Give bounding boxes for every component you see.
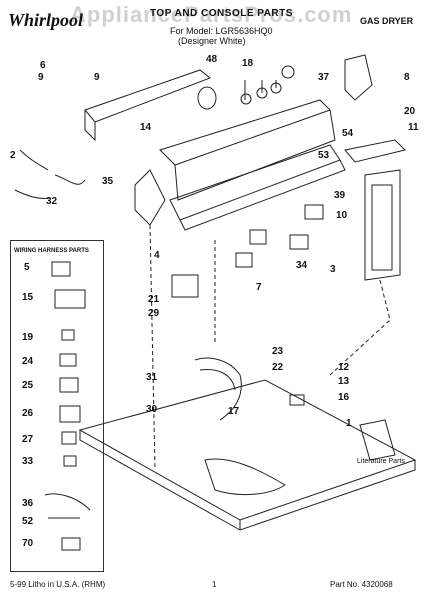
wiring-callout-70: 70 <box>22 538 34 549</box>
callout-48: 48 <box>206 54 218 65</box>
timer <box>171 274 199 298</box>
wiring-callout-25: 25 <box>22 380 34 391</box>
switch-39 <box>304 204 324 220</box>
callout-30: 30 <box>146 404 158 415</box>
designer-line: (Designer White) <box>178 36 246 46</box>
wiring-callout-27: 27 <box>22 434 34 445</box>
switch-3 <box>289 234 309 250</box>
wiring-callout-33: 33 <box>22 456 34 467</box>
wiring-box-title: WIRING HARNESS PARTS <box>14 248 89 254</box>
callout-12: 12 <box>338 362 350 373</box>
callout-17: 17 <box>228 406 240 417</box>
cover-plate <box>344 139 406 163</box>
callout-14: 14 <box>140 122 152 133</box>
callout-11: 11 <box>408 122 419 133</box>
callout-34: 34 <box>296 260 308 271</box>
trim-frame <box>364 169 401 281</box>
footer-litho: 5-99 Litho in U.S.A. (RHM) <box>10 580 106 589</box>
callout-8: 8 <box>404 72 410 83</box>
callout-10: 10 <box>336 210 348 221</box>
wiring-callout-26: 26 <box>22 408 34 419</box>
wiring-callout-24: 24 <box>22 356 34 367</box>
callout-37: 37 <box>318 72 330 83</box>
callout-54: 54 <box>342 128 354 139</box>
callout-3: 3 <box>330 264 336 275</box>
switch-34b <box>235 252 253 268</box>
callout-32: 32 <box>46 196 58 207</box>
wiring-callout-52: 52 <box>22 516 34 527</box>
literature-parts <box>359 419 396 461</box>
callout-13: 13 <box>338 376 350 387</box>
brand-logo: Whirlpool <box>8 10 84 30</box>
literature-label: Literature Parts <box>357 458 405 465</box>
product-type: GAS DRYER <box>360 16 414 26</box>
callout-21: 21 <box>148 294 160 305</box>
wiring-harness-box <box>10 240 104 572</box>
callout-6: 6 <box>40 60 46 71</box>
callout-9b: 9 <box>94 72 100 83</box>
callout-9a: 9 <box>38 72 44 83</box>
model-line: For Model: LGR5636HQ0 <box>170 26 273 36</box>
right-end-cap <box>344 54 373 101</box>
callout-53: 53 <box>318 150 330 161</box>
callout-16: 16 <box>338 392 350 403</box>
wiring-callout-36: 36 <box>22 498 34 509</box>
callout-1: 1 <box>346 418 352 429</box>
diagram-title: TOP AND CONSOLE PARTS <box>150 8 293 19</box>
callout-22: 22 <box>272 362 284 373</box>
wiring-callout-5: 5 <box>24 262 30 273</box>
callout-29: 29 <box>148 308 160 319</box>
callout-7: 7 <box>256 282 262 293</box>
callout-18: 18 <box>242 58 254 69</box>
watermark: AppliancePartsPros.com <box>70 2 353 27</box>
page-number: 1 <box>212 580 217 589</box>
callout-4: 4 <box>154 250 160 261</box>
callout-23: 23 <box>272 346 284 357</box>
end-cap <box>134 169 166 226</box>
wiring-callout-15: 15 <box>22 292 34 303</box>
callout-35: 35 <box>102 176 114 187</box>
switch-34a <box>249 229 267 245</box>
rear-bracket <box>84 69 211 123</box>
wiring-callout-19: 19 <box>22 332 34 343</box>
callout-20: 20 <box>404 106 416 117</box>
callout-2: 2 <box>10 150 16 161</box>
part-number: Part No. 4320068 <box>330 580 393 589</box>
callout-31: 31 <box>146 372 158 383</box>
callout-39: 39 <box>334 190 346 201</box>
